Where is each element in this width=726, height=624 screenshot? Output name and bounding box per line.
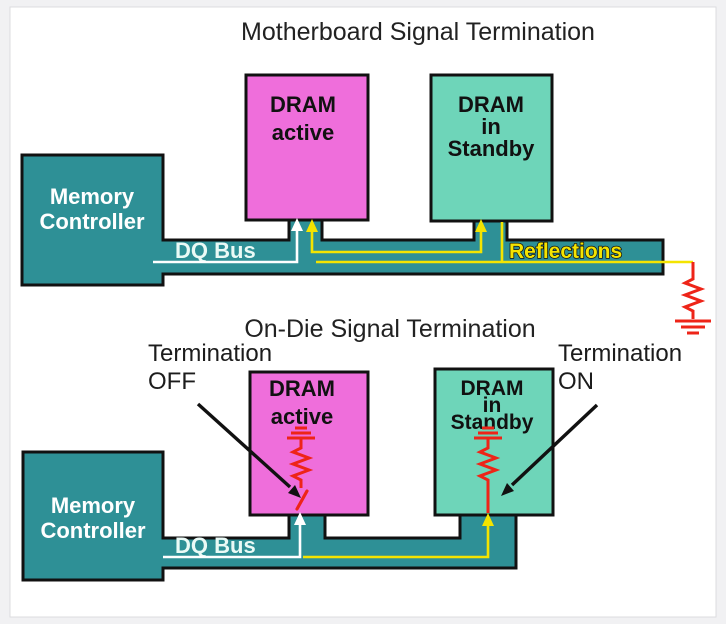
signal-arrowhead-white-bottom	[294, 512, 306, 525]
termination-off-label-line1: Termination	[148, 340, 272, 367]
bottom-diagram: On-Die Signal Termination Termination OF…	[21, 315, 682, 582]
dram-standby-block-top	[429, 73, 554, 223]
termination-off-label-line2: OFF	[148, 368, 196, 395]
annotation-arrow-off	[196, 402, 301, 498]
signal-trace-white-bottom	[163, 523, 302, 559]
signal-arrowhead-white-top	[291, 218, 303, 231]
signal-arrowhead-yellow-bottom	[482, 513, 494, 526]
bottom-title: On-Die Signal Termination	[244, 315, 535, 343]
on-die-termination-standby	[474, 426, 502, 513]
reflection-trace-yellow-top	[316, 222, 693, 264]
bus-and-controller-shape-bottom	[21, 450, 518, 582]
dram-standby-label-bottom-line2: in	[483, 394, 502, 417]
memory-controller-label-top-line2: Controller	[39, 209, 145, 234]
annotation-arrow-on-shaft	[510, 403, 599, 487]
annotation-arrow-on	[501, 403, 599, 496]
dram-active-block-bottom	[248, 370, 370, 517]
on-die-resistor-standby-icon	[475, 438, 501, 513]
signal-trace-white-top	[153, 229, 299, 264]
annotation-arrowhead-off	[288, 485, 301, 498]
dram-active-label-bottom-line1: DRAM	[269, 376, 335, 401]
annotation-arrowhead-on	[501, 483, 514, 496]
annotation-arrow-off-shaft	[196, 402, 292, 489]
top-diagram: Motherboard Signal Termination Memory Co…	[20, 18, 711, 335]
dram-standby-label-top-line2: in	[481, 114, 501, 139]
reflections-label: Reflections	[509, 240, 622, 263]
termination-on-label-line2: ON	[558, 368, 594, 395]
on-die-termination-active	[287, 426, 315, 511]
dram-standby-label-top-line1: DRAM	[458, 92, 524, 117]
signal-arrowhead-yellow-standby	[475, 219, 487, 232]
dram-active-block-top	[244, 73, 370, 222]
dram-standby-block-bottom	[433, 367, 555, 517]
dram-standby-label-bottom-line1: DRAM	[461, 377, 524, 400]
dq-bus-label-bottom: DQ Bus	[175, 533, 256, 558]
ground-icon	[675, 319, 711, 335]
termination-resistor-icon	[680, 262, 706, 319]
dq-bus-label-top: DQ Bus	[175, 238, 256, 263]
on-die-resistor-active-icon	[288, 438, 314, 488]
signal-trace-yellow-bottom	[303, 524, 490, 559]
dram-active-label-top-line2: active	[272, 120, 334, 145]
open-switch-icon	[295, 489, 309, 511]
dram-active-label-top-line1: DRAM	[270, 92, 336, 117]
dram-active-label-bottom-line2: active	[271, 404, 333, 429]
memory-controller-label-top-line1: Memory	[50, 184, 135, 209]
signal-arrowhead-yellow-active	[306, 219, 318, 232]
dram-standby-label-top-line3: Standby	[448, 136, 536, 161]
termination-on-label-line1: Termination	[558, 340, 682, 367]
signal-trace-yellow-top	[310, 230, 483, 254]
top-title: Motherboard Signal Termination	[241, 18, 595, 46]
memory-controller-label-bottom-line1: Memory	[51, 493, 136, 518]
memory-controller-label-bottom-line2: Controller	[40, 518, 146, 543]
dram-standby-label-bottom-line3: Standby	[451, 411, 534, 434]
